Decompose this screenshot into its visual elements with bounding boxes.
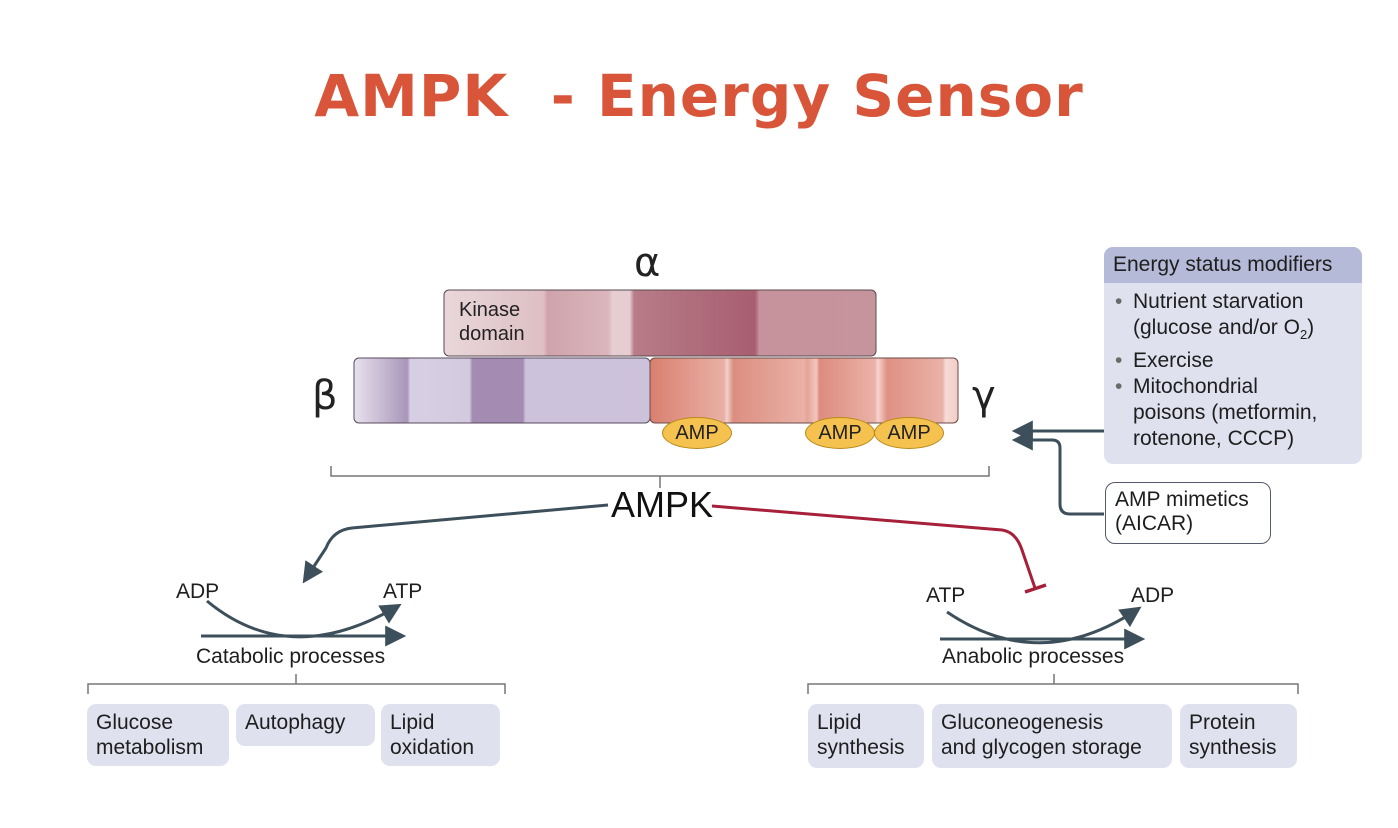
energy-modifiers-list: Nutrient starvation (glucose and/or O2) … xyxy=(1104,283,1362,452)
catabolic-processes-label: Catabolic processes xyxy=(196,645,386,668)
catabolic-atp-label: ATP xyxy=(383,580,423,603)
amp-site-3: AMP xyxy=(874,417,944,449)
inhibition-line xyxy=(711,504,1037,589)
inhibition-bar xyxy=(1024,583,1047,594)
alpha-subunit-bar xyxy=(443,289,877,357)
alpha-label: α xyxy=(634,240,661,286)
ampk-label: AMPK xyxy=(611,484,714,525)
energy-modifiers-heading: Energy status modifiers xyxy=(1104,247,1362,283)
catabolic-box-lipid-oxidation: Lipid oxidation xyxy=(381,704,500,766)
beta-subunit-bar xyxy=(353,357,651,424)
modifier-item-mito-poisons: Mitochondrial poisons (metformin, roteno… xyxy=(1113,374,1362,452)
catabolic-bracket xyxy=(87,674,506,694)
anabolic-atp-label: ATP xyxy=(926,584,966,607)
catabolic-adp-label: ADP xyxy=(176,580,220,603)
activation-arrow xyxy=(302,503,609,584)
anabolic-box-lipid-synthesis: Lipid synthesis xyxy=(808,704,924,768)
gamma-label: γ xyxy=(972,373,996,419)
anabolic-box-protein-synthesis: Protein synthesis xyxy=(1180,704,1297,768)
beta-label: β xyxy=(312,373,338,419)
catabolic-box-autophagy: Autophagy xyxy=(236,704,375,746)
anabolic-adp-label: ADP xyxy=(1131,584,1175,607)
energy-modifiers-panel: Energy status modifiers Nutrient starvat… xyxy=(1104,247,1362,464)
catabolic-curved-arrow xyxy=(206,599,402,639)
anabolic-bracket xyxy=(807,674,1299,694)
amp-site-1: AMP xyxy=(662,417,732,449)
gamma-subunit-bar xyxy=(649,357,959,424)
anabolic-processes-label: Anabolic processes xyxy=(942,645,1125,668)
mimetics-arrow xyxy=(1011,429,1104,516)
anabolic-curved-arrow xyxy=(946,606,1142,645)
catabolic-box-glucose: Glucose metabolism xyxy=(87,704,229,766)
anabolic-box-gluconeogenesis: Gluconeogenesis and glycogen storage xyxy=(932,704,1172,768)
amp-mimetics-box: AMP mimetics (AICAR) xyxy=(1105,482,1271,544)
page-title: AMPK - Energy Sensor xyxy=(314,62,1084,130)
modifier-item-starvation: Nutrient starvation (glucose and/or O2) xyxy=(1113,289,1362,348)
ampk-bracket xyxy=(330,466,990,488)
kinase-domain-label: Kinase domain xyxy=(459,299,525,345)
amp-site-2: AMP xyxy=(805,417,875,449)
modifier-item-exercise: Exercise xyxy=(1113,348,1362,374)
